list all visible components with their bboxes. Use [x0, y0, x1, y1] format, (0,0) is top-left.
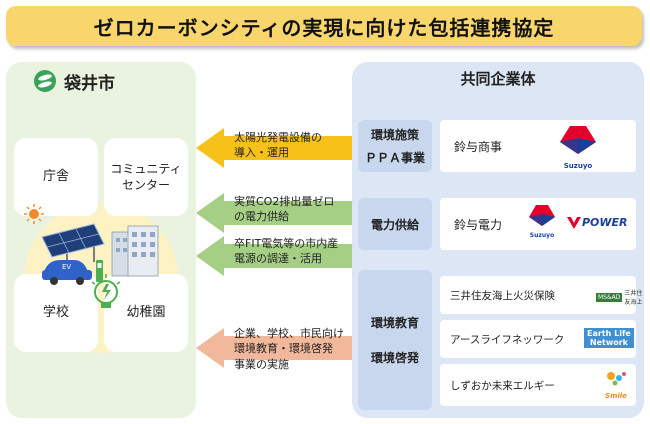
consortium-header: 共同企業体	[460, 70, 536, 88]
facility-label: 幼稚園	[126, 305, 166, 321]
category-label: 環境啓発	[370, 351, 419, 365]
company-suzuyo-shoji: 鈴与商事	[440, 120, 636, 172]
category-label: ＰＰＡ事業	[364, 151, 425, 165]
msad-badge: MS&AD	[596, 292, 623, 302]
company-name: 鈴与商事	[454, 139, 503, 154]
arrows-layer	[196, 128, 356, 368]
company-name: アースライフネッワーク	[450, 333, 565, 346]
ev-charger-icon	[96, 260, 103, 282]
suzuyo-wordmark: Suzuyo	[529, 232, 555, 239]
company-name: 鈴与電力	[454, 217, 503, 232]
solar-panel-icon	[41, 223, 105, 264]
facility-city-hall: 庁舎	[14, 138, 98, 216]
suzuyo-logo-2: Suzuyo	[528, 204, 556, 239]
suzuyo-logo: Suzuyo	[558, 124, 598, 170]
suzuyo-mark-icon	[560, 126, 596, 154]
arrow-education	[196, 328, 356, 368]
category-label: 環境施策	[370, 128, 419, 142]
smile-mark-icon	[607, 372, 626, 386]
sun-icon	[24, 204, 44, 224]
facility-school: 学校	[14, 274, 98, 352]
city-panel: 袋井市 庁舎 コミュニティ センター 学校 幼稚園	[6, 62, 196, 418]
city-logo-icon	[34, 70, 56, 92]
lightbulb-icon	[91, 274, 121, 308]
msad-text: 三井住友海上	[624, 290, 643, 306]
arrow-local-power	[196, 236, 356, 276]
city-name: 袋井市	[64, 73, 115, 94]
arrow-text-education: 企業、学校、市民向け 環境教育・環境啓発 事業の実施	[234, 327, 344, 371]
facility-label: 学校	[42, 305, 69, 321]
arrow-text-solar: 太陽光発電設備の 導入・運用	[234, 131, 322, 160]
consortium-panel: 共同企業体 環境施策 ＰＰＡ事業 鈴与商事 電力供給 鈴与電力 環境教育 環境啓…	[352, 62, 644, 418]
company-shizuoka-mirai: しずおか未来エルギー	[440, 364, 636, 406]
ev-car-icon: EV	[42, 260, 92, 285]
facility-community-center: コミュニティ センター	[104, 138, 188, 216]
ev-label: EV	[62, 263, 71, 271]
category-label: 環境教育	[370, 316, 419, 330]
category-power-supply: 電力供給	[358, 198, 432, 250]
facility-kindergarten: 幼稚園	[104, 274, 188, 352]
category-education: 環境教育 環境啓発	[358, 270, 432, 410]
page-title: ゼロカーボンシティの実現に向けた包括連携協定	[93, 15, 555, 40]
category-policy-ppa: 環境施策 ＰＰＡ事業	[358, 120, 432, 172]
suzuyo-wordmark: Suzuyo	[563, 162, 593, 170]
jpower-logo: POWER	[566, 214, 628, 230]
msad-logo: MS&AD 三井住友海上	[596, 288, 644, 306]
company-name: しずおか未来エルギー	[450, 379, 555, 392]
facility-label: コミュニティ センター	[110, 161, 182, 192]
jpower-mark-icon	[567, 217, 581, 229]
facility-label: 庁舎	[42, 169, 69, 185]
jpower-wordmark: POWER	[582, 215, 628, 229]
title-banner: ゼロカーボンシティの実現に向けた包括連携協定	[6, 6, 642, 46]
arrow-text-local-power: 卒FIT電気等の市内産 電源の調達・活用	[234, 237, 339, 266]
company-name: 三井住友海上火災保険	[450, 289, 555, 302]
category-label: 電力供給	[370, 217, 419, 232]
arrow-text-power-supply: 実質CO2排出量ゼロ の電力供給	[234, 195, 335, 224]
smile-wordmark: Smile	[605, 392, 627, 400]
arrow-power-supply	[196, 193, 356, 233]
earth-life-logo: Earth Life Network	[584, 328, 634, 349]
city-header: 袋井市	[34, 68, 115, 94]
arrow-solar	[196, 128, 356, 168]
smile-logo: Smile	[596, 368, 636, 400]
suzuyo-mark-icon	[529, 205, 555, 226]
buildings-icon	[111, 225, 159, 277]
energy-illustration: EV	[24, 204, 159, 308]
